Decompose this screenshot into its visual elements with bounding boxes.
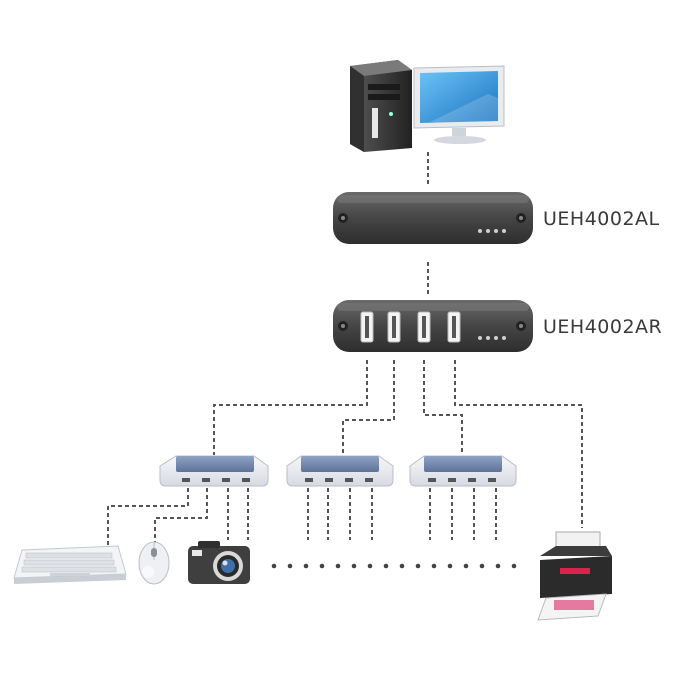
- usb-extender-remote-icon: [333, 300, 533, 352]
- mouse-icon: [138, 541, 170, 585]
- usb-hub-icon: [159, 455, 269, 487]
- usb-extender-local-icon: [333, 192, 533, 244]
- cable-remote-to-hub3: [423, 360, 463, 455]
- more-devices-dots: [271, 563, 517, 569]
- usb-hub-icon: [409, 455, 517, 487]
- cable-remote-to-hub1: [213, 360, 368, 455]
- cable-remote-to-printer: [454, 360, 583, 528]
- cable-hub1-mouse: [154, 488, 208, 542]
- cable-hub1-keyboard: [107, 488, 189, 545]
- local-unit-label: UEH4002AL: [543, 208, 660, 230]
- camera-icon: [188, 541, 250, 584]
- keyboard-icon: [13, 545, 127, 584]
- cables: [107, 152, 583, 545]
- printer-icon: [537, 531, 612, 621]
- cable-remote-to-hub2: [342, 360, 395, 455]
- remote-unit-label: UEH4002AR: [543, 316, 663, 338]
- desktop-computer-icon: [350, 60, 505, 152]
- usb-hub-icon: [286, 455, 394, 487]
